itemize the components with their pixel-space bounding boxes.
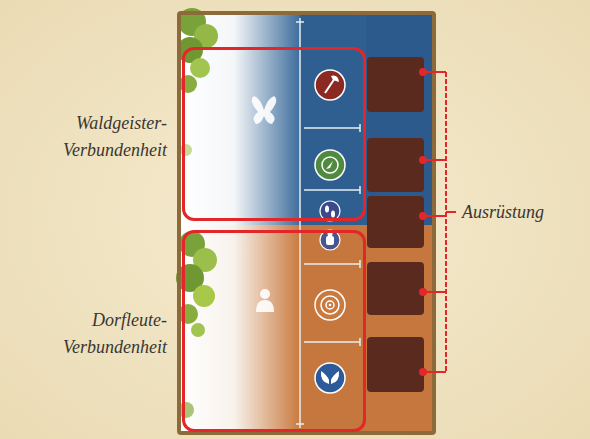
board-detail xyxy=(260,289,270,299)
board-detail xyxy=(419,368,427,376)
footprints-icon xyxy=(320,201,340,221)
affinity-region: Waldgeister-Verbundenheit xyxy=(182,47,366,221)
track-lines xyxy=(296,18,360,428)
board-detail xyxy=(419,68,427,76)
board-detail xyxy=(304,189,360,191)
board-detail xyxy=(329,304,332,307)
board-detail xyxy=(367,138,424,192)
board-detail xyxy=(359,186,361,194)
board-detail xyxy=(321,296,339,314)
board-detail xyxy=(331,211,335,218)
board-detail xyxy=(304,127,360,129)
board-detail xyxy=(419,288,427,296)
equipment-column xyxy=(366,225,433,432)
board-detail xyxy=(322,157,338,173)
axe-icon xyxy=(315,70,345,100)
affinity-region: Dorfleute-Verbundenheit xyxy=(182,230,366,432)
board-detail xyxy=(423,72,456,372)
part-label: Ausrüstung xyxy=(462,201,544,223)
board-detail xyxy=(256,300,274,312)
person-symbol xyxy=(256,289,274,312)
region-heading: Dorfleute-Verbundenheit xyxy=(35,307,167,361)
villager-band xyxy=(300,225,366,432)
board-detail xyxy=(304,263,360,265)
board-detail xyxy=(296,21,304,23)
board-detail xyxy=(321,371,339,384)
board-detail xyxy=(315,150,345,180)
board-detail xyxy=(419,68,427,376)
board-detail xyxy=(325,206,329,213)
board-detail xyxy=(304,341,360,343)
board-detail xyxy=(193,285,215,307)
spirit-band xyxy=(300,14,366,225)
villager-band xyxy=(180,225,300,432)
board-detail xyxy=(320,201,340,221)
board-detail xyxy=(419,212,427,220)
equipment-slots xyxy=(367,57,424,392)
board-detail xyxy=(191,323,205,337)
board-detail xyxy=(326,301,334,309)
compass-icon xyxy=(315,150,345,180)
target-icon xyxy=(315,290,345,320)
board-frame xyxy=(179,13,434,433)
board-detail xyxy=(190,58,210,78)
region-heading: Waldgeister-Verbundenheit xyxy=(35,110,167,164)
board-detail xyxy=(331,76,339,82)
board-detail xyxy=(326,161,333,169)
butterfly-symbol xyxy=(252,96,277,124)
board-detail xyxy=(367,57,424,112)
board-detail xyxy=(315,290,345,320)
board-detail xyxy=(320,230,340,250)
board-detail xyxy=(359,260,361,268)
board-detail xyxy=(367,262,424,315)
board-detail xyxy=(296,423,304,425)
board-detail xyxy=(445,72,447,372)
wings-icon xyxy=(315,363,345,393)
board-detail xyxy=(325,78,335,93)
board-detail xyxy=(367,196,424,248)
board-detail xyxy=(326,236,334,245)
board-detail xyxy=(359,338,361,346)
board-detail xyxy=(315,70,345,100)
board-detail xyxy=(367,337,424,392)
player-board xyxy=(176,8,434,433)
equipment-bracket xyxy=(419,68,456,376)
board-detail xyxy=(446,211,456,213)
figure-icon xyxy=(320,230,340,250)
board-detail xyxy=(419,156,427,164)
board-detail xyxy=(359,124,361,132)
board-detail xyxy=(315,363,345,393)
equipment-column xyxy=(366,14,433,225)
board-detail xyxy=(299,18,301,428)
